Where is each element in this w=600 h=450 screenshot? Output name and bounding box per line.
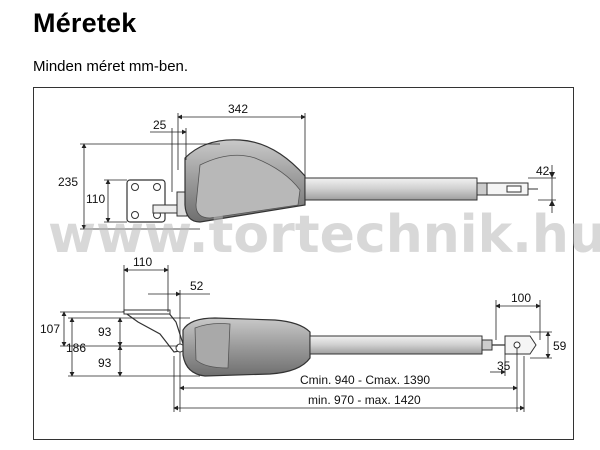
motor-housing-panel (195, 154, 301, 219)
top-view: 342 25 235 110 42 (58, 102, 556, 230)
dim-59: 59 (553, 339, 567, 353)
dim-110-top: 110 (86, 192, 105, 206)
actuator-rod-end (476, 182, 488, 196)
rod-fork-pin (506, 185, 522, 193)
dim-93-upper: 93 (98, 325, 112, 339)
side-rod-end (481, 339, 493, 351)
dim-25: 25 (153, 118, 167, 132)
dim-35: 35 (497, 359, 511, 373)
actuator-rod-tube (304, 177, 478, 201)
side-view: 110 52 107 186 93 93 100 59 35 (40, 255, 567, 412)
dim-110-side: 110 (133, 255, 152, 269)
motor-housing-side-panel (194, 323, 231, 369)
side-rod-pin (513, 341, 521, 349)
bracket-hole (131, 183, 139, 191)
drawing-frame (33, 87, 574, 440)
dim-93-lower: 93 (98, 356, 112, 370)
dim-52: 52 (190, 279, 204, 293)
dim-100: 100 (511, 291, 531, 305)
page-title: Méretek (33, 8, 137, 38)
bracket-hole (131, 211, 139, 219)
bracket-hole (153, 183, 161, 191)
page-subtitle: Minden méret mm-ben. (33, 58, 189, 75)
side-bracket-plate (123, 309, 171, 315)
dim-107: 107 (40, 322, 60, 336)
dim-186: 186 (66, 341, 86, 355)
dim-235: 235 (58, 175, 78, 189)
watermark-text: www.tortechnik.hu (48, 205, 600, 265)
dim-total-range: min. 970 - max. 1420 (308, 393, 421, 407)
dim-c-range: Cmin. 940 - Cmax. 1390 (300, 373, 430, 387)
dim-342: 342 (228, 102, 248, 116)
dim-42: 42 (536, 164, 550, 178)
side-rod-tube (309, 335, 483, 355)
